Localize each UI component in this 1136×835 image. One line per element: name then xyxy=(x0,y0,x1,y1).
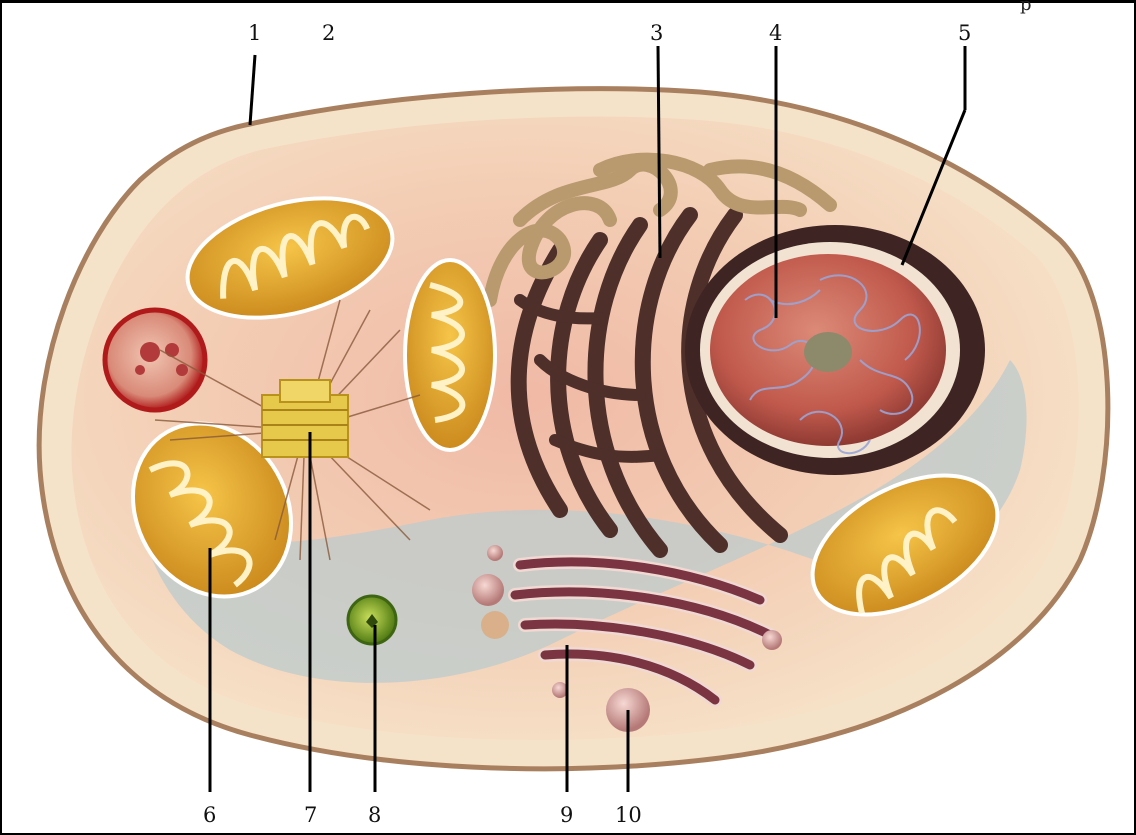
top-right-fragment: p xyxy=(1020,0,1032,15)
mitochondrion xyxy=(405,260,495,450)
nucleus xyxy=(685,225,985,475)
label-8: 8 xyxy=(368,803,381,827)
label-6: 6 xyxy=(203,803,216,827)
label-10: 10 xyxy=(615,803,642,827)
label-9: 9 xyxy=(560,803,573,827)
peroxisome xyxy=(348,596,396,644)
label-7: 7 xyxy=(304,803,317,827)
label-5: 5 xyxy=(958,21,971,45)
label-3: 3 xyxy=(650,21,663,45)
label-2: 2 xyxy=(322,21,335,45)
label-1: 1 xyxy=(248,21,261,45)
lysosome xyxy=(105,310,205,410)
label-4: 4 xyxy=(769,21,782,45)
